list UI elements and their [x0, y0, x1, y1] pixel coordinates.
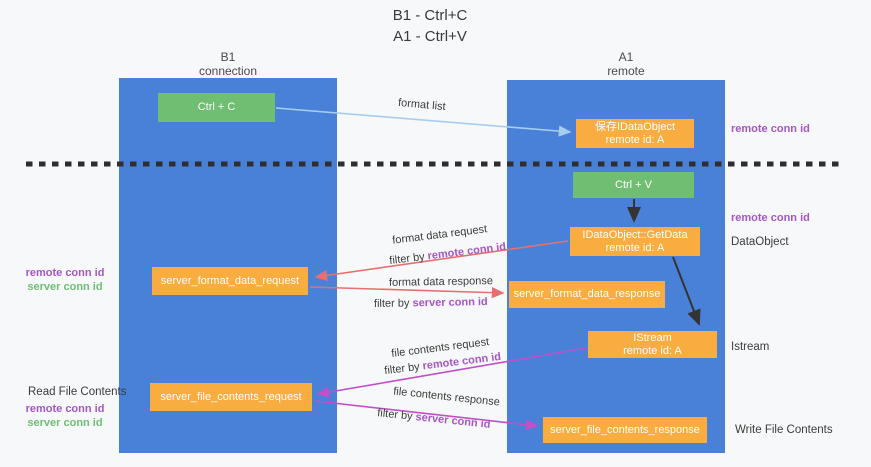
server-conn-id-text: server conn id — [412, 296, 488, 310]
filter-by-text: filter by — [373, 297, 413, 310]
annotation-istream: Istream — [731, 341, 770, 353]
annotation-dataobject: DataObject — [731, 236, 789, 248]
label-filter-by-server-conn-id-file: filter by server conn id — [377, 407, 491, 431]
annotation-write-file-contents: Write File Contents — [735, 424, 833, 436]
node-server-format-data-response: server_format_data_response — [509, 281, 665, 308]
node-istream-line1: IStream — [633, 331, 672, 344]
node-ctrl-c: Ctrl + C — [158, 93, 275, 122]
column-b1-role: connection — [198, 64, 258, 78]
column-header-b1: B1 connection — [168, 50, 288, 78]
filter-by-text: filter by — [376, 407, 417, 424]
node-idataobject-getdata-line2: remote id: A — [605, 241, 665, 254]
column-header-a1: A1 remote — [566, 50, 686, 78]
node-save-idataobject-line2: remote id: A — [605, 133, 665, 146]
title-line-b1: B1 - Ctrl+C — [392, 7, 468, 24]
node-server-format-data-request-label: server_format_data_request — [160, 274, 300, 287]
node-ctrl-c-label: Ctrl + C — [197, 101, 236, 113]
node-save-idataobject: 保存IDataObject remote id: A — [576, 119, 694, 148]
node-ctrl-v-label: Ctrl + V — [615, 178, 652, 191]
annotation-remote-conn-id-mid-left: remote conn id — [25, 267, 105, 279]
label-file-contents-response: file contents response — [392, 385, 501, 409]
annotation-server-conn-id-bottom-left: server conn id — [27, 417, 103, 429]
annotation-remote-conn-id-top-right: remote conn id — [731, 123, 810, 135]
annotation-conn-ids-bottom-left: remote conn id server conn id — [20, 402, 110, 430]
annotation-conn-ids-mid-left: remote conn id server conn id — [20, 266, 110, 294]
label-format-data-request: format data request — [391, 223, 488, 247]
node-server-file-contents-request-label: server_file_contents_request — [160, 390, 302, 403]
title-line-a1: A1 - Ctrl+V — [393, 28, 467, 45]
node-server-file-contents-response-label: server_file_contents_response — [550, 423, 700, 436]
node-istream-line2: remote id: A — [623, 344, 682, 357]
node-server-format-data-request: server_format_data_request — [152, 267, 308, 295]
annotation-remote-conn-id-mid-right: remote conn id — [731, 212, 810, 224]
label-format-list: format list — [397, 96, 447, 114]
remote-conn-id-text: remote conn id — [426, 240, 507, 263]
column-b1-name: B1 — [220, 50, 236, 64]
annotation-read-file-contents: Read File Contents — [28, 386, 127, 398]
annotation-server-conn-id-mid-left: server conn id — [27, 281, 103, 293]
filter-by-text: filter by — [388, 250, 429, 268]
filter-by-text: filter by — [383, 360, 424, 378]
label-format-data-response: format data response — [388, 275, 494, 289]
diagram-title: B1 - Ctrl+C A1 - Ctrl+V — [300, 5, 560, 47]
node-ctrl-v: Ctrl + V — [573, 172, 694, 198]
node-server-file-contents-request: server_file_contents_request — [150, 383, 312, 411]
node-server-format-data-response-label: server_format_data_response — [513, 288, 661, 300]
node-save-idataobject-line1: 保存IDataObject — [594, 120, 676, 133]
node-istream: IStream remote id: A — [588, 331, 717, 358]
server-conn-id-text: server conn id — [414, 411, 492, 431]
annotation-remote-conn-id-bottom-left: remote conn id — [25, 403, 105, 415]
node-idataobject-getdata-line1: IDataObject::GetData — [582, 228, 688, 241]
column-a1-name: A1 — [618, 50, 634, 64]
label-filter-by-server-conn-id-format: filter by server conn id — [374, 296, 488, 310]
node-idataobject-getdata: IDataObject::GetData remote id: A — [570, 227, 700, 256]
node-server-file-contents-response: server_file_contents_response — [543, 417, 707, 443]
column-a1-role: remote — [607, 64, 645, 78]
